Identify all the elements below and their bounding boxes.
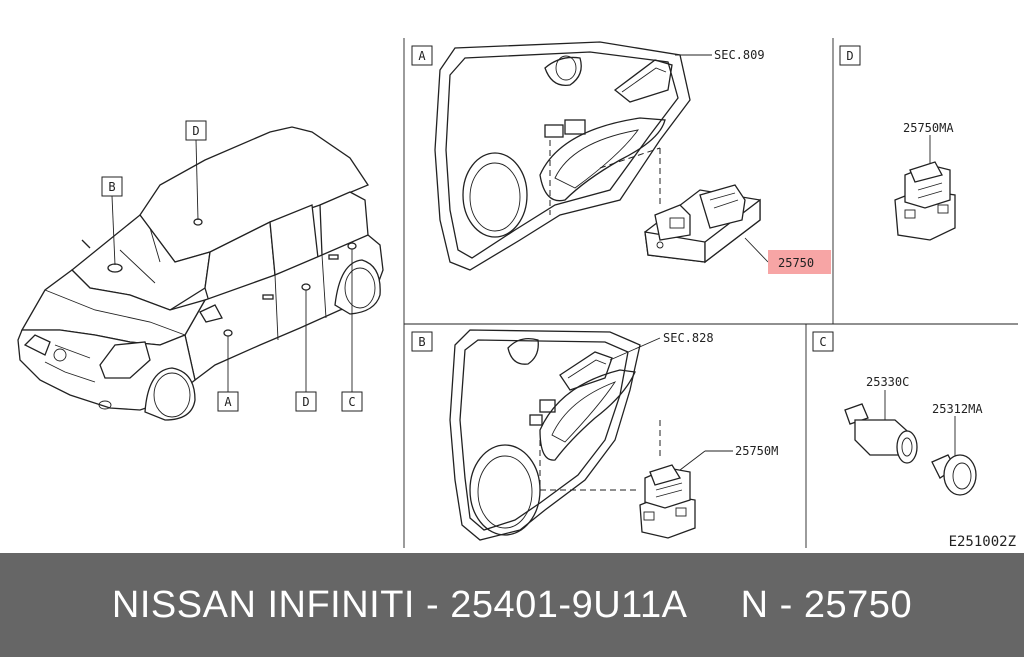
- footer-part-number: 25401-9U11A: [450, 583, 686, 626]
- highlight-part-25750: [768, 250, 831, 274]
- panel-c-part2: 25312MA: [932, 402, 983, 416]
- panel-b-sec: SEC.828: [663, 331, 714, 345]
- footer-sep-1: -: [414, 583, 451, 626]
- marker-b: B: [101, 176, 123, 197]
- footer-brand: NISSAN INFINITI: [111, 583, 415, 626]
- footer-text: NISSAN INFINITI - 25401-9U11A N - 25750: [112, 584, 912, 627]
- footer-banner: NISSAN INFINITI - 25401-9U11A N - 25750: [0, 553, 1024, 657]
- panel-c: C: [812, 331, 977, 496]
- marker-a: A: [217, 391, 239, 412]
- marker-d-top: D: [185, 120, 207, 141]
- panel-d-part: 25750MA: [903, 121, 954, 135]
- svg-text:A: A: [224, 395, 232, 409]
- panel-a-tag: [411, 45, 433, 66]
- diagram-code: E251002Z: [949, 534, 1016, 550]
- svg-text:D: D: [302, 395, 309, 409]
- panel-d: D: [839, 45, 956, 241]
- panel-a-part: 25750: [778, 256, 814, 270]
- panel-c-part1: 25330C: [866, 375, 909, 389]
- panel-d-tag: [839, 45, 861, 66]
- panel-b: B: [411, 329, 733, 541]
- svg-text:C: C: [348, 395, 355, 409]
- svg-text:C: C: [819, 335, 826, 349]
- panel-b-part: 25750M: [735, 444, 778, 458]
- diagram-canvas: D B A D C A: [17, 38, 1018, 550]
- marker-d-bottom: D: [295, 391, 317, 412]
- panel-a-sec: SEC.809: [714, 48, 765, 62]
- footer-ref-number: 25750: [803, 583, 913, 626]
- marker-c: C: [341, 391, 363, 412]
- svg-text:D: D: [192, 124, 199, 138]
- footer-gap: [685, 584, 740, 626]
- panel-c-tag: [812, 331, 834, 352]
- svg-text:D: D: [846, 49, 853, 63]
- panel-a: A: [411, 41, 831, 274]
- svg-text:A: A: [418, 49, 426, 63]
- footer-sep-2: -: [768, 583, 804, 626]
- footer-ref-prefix: N: [740, 583, 769, 626]
- parts-diagram: D B A D C A: [17, 38, 1018, 550]
- svg-text:B: B: [108, 180, 115, 194]
- svg-text:B: B: [418, 335, 425, 349]
- panel-b-tag: [411, 331, 433, 352]
- car-illustration: [17, 126, 384, 421]
